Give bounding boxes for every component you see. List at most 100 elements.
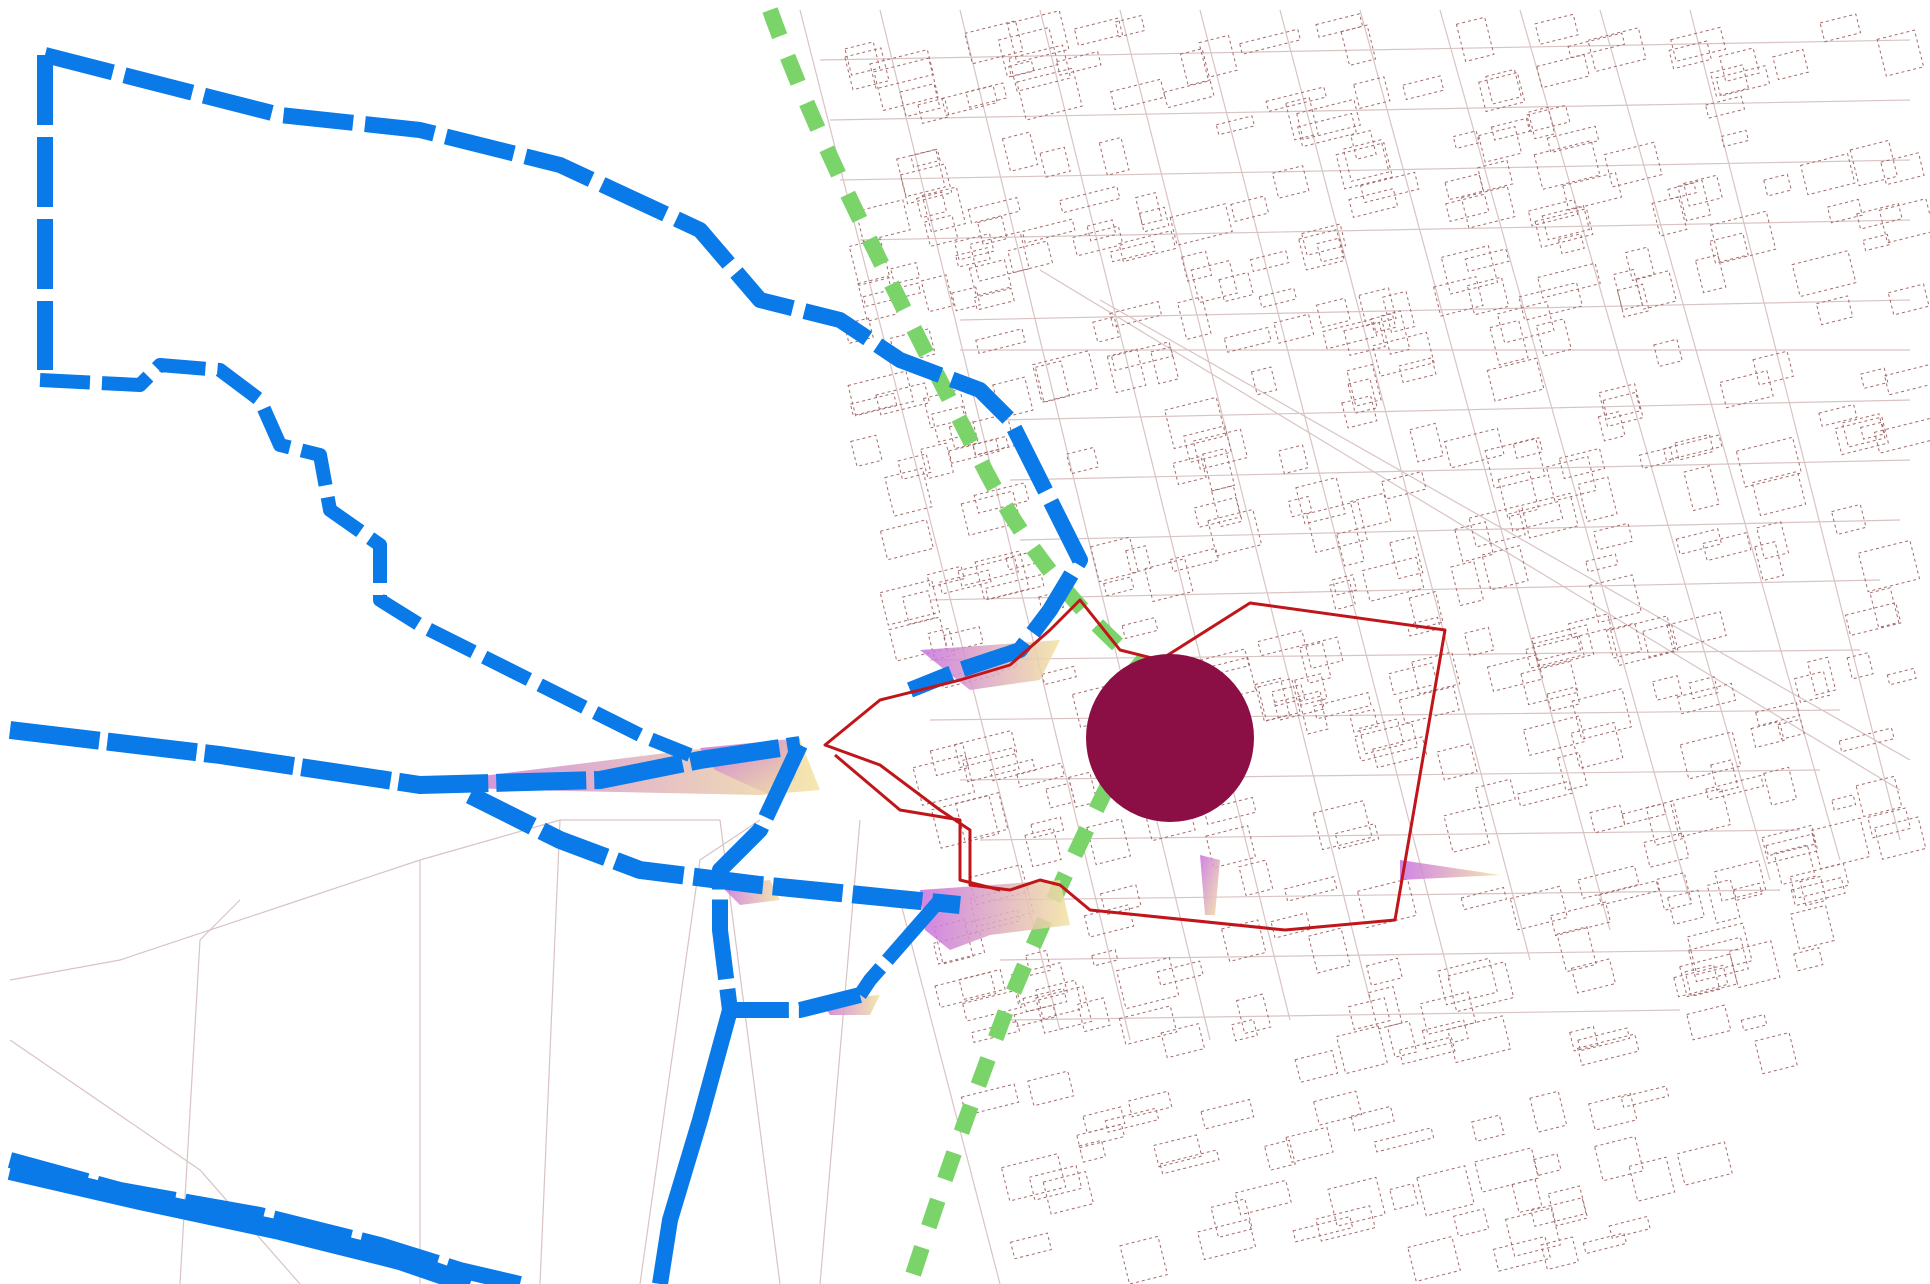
building-footprint: [1558, 447, 1606, 480]
building-footprint: [1118, 1005, 1178, 1046]
building-footprint: [1092, 316, 1120, 343]
center-marker[interactable]: [1086, 654, 1254, 822]
building-footprint: [1436, 743, 1478, 781]
building-footprint: [1772, 48, 1810, 81]
building-footprint: [1443, 806, 1490, 853]
building-footprint: [974, 550, 1030, 601]
building-footprint: [1468, 505, 1526, 548]
building-footprint: [1342, 139, 1390, 182]
building-footprint: [1452, 1208, 1490, 1237]
building-footprint: [1086, 219, 1117, 242]
building-footprint: [1447, 1015, 1512, 1064]
building-footprint: [1702, 532, 1752, 562]
building-footprint: [1676, 682, 1737, 715]
building-footprint: [938, 569, 992, 595]
building-footprint: [1372, 736, 1428, 769]
building-footprint: [1675, 528, 1723, 555]
building-footprint: [1777, 718, 1805, 740]
building-footprint: [1460, 886, 1508, 911]
building-footprint: [1750, 720, 1785, 749]
building-footprint: [1549, 901, 1612, 937]
building-footprint: [1380, 310, 1411, 355]
building-footprint: [1294, 1049, 1339, 1083]
building-footprint: [955, 247, 991, 268]
building-footprint: [1509, 885, 1569, 931]
building-footprint: [1873, 417, 1930, 454]
building-footprint: [1546, 686, 1581, 712]
building-footprint: [1540, 1236, 1580, 1271]
building-footprint: [1346, 363, 1382, 407]
building-footprint: [1682, 174, 1723, 207]
building-footprint: [1016, 762, 1065, 788]
building-footprint: [1577, 1033, 1640, 1066]
building-footprint: [1537, 262, 1601, 299]
building-footprint: [1471, 1114, 1505, 1142]
building-footprint: [1511, 1178, 1543, 1214]
building-footprint: [1616, 283, 1650, 318]
building-footprint: [1662, 434, 1723, 461]
building-footprint: [1249, 250, 1290, 273]
building-footprint: [957, 556, 1019, 587]
building-footprint: [1773, 844, 1816, 886]
building-footprint: [888, 616, 948, 662]
building-footprint: [1119, 1235, 1169, 1284]
building-footprint: [1869, 587, 1900, 629]
building-footprint: [1533, 1153, 1562, 1177]
building-footprint: [1409, 422, 1444, 463]
building-footprint: [1215, 115, 1256, 136]
building-footprint: [1841, 413, 1886, 448]
building-footprint: [1073, 17, 1124, 47]
building-footprint: [1834, 416, 1889, 456]
building-footprint: [1602, 391, 1641, 420]
building-footprint: [1856, 202, 1903, 230]
building-footprint: [1466, 276, 1510, 316]
building-footprint: [862, 282, 922, 308]
building-footprint: [1454, 521, 1494, 563]
building-footprint: [1849, 139, 1898, 187]
building-footprint: [1477, 159, 1514, 192]
building-footprint: [1361, 556, 1425, 602]
building-footprint: [934, 971, 997, 1009]
building-footprint: [1172, 455, 1207, 486]
building-footprint: [1705, 774, 1765, 801]
building-footprint: [1628, 1156, 1676, 1202]
building-footprint: [1546, 125, 1600, 154]
building-footprint: [912, 754, 976, 806]
building-footprint: [1683, 465, 1720, 512]
building-footprint: [1529, 1090, 1568, 1133]
building-footprint: [1127, 1090, 1173, 1118]
building-footprint: [1609, 615, 1677, 666]
building-footprint: [1507, 500, 1564, 532]
building-footprint: [1605, 622, 1643, 659]
building-footprint: [1535, 318, 1572, 357]
building-footprint: [1353, 76, 1391, 109]
building-footprint: [855, 199, 911, 243]
building-footprint: [1651, 675, 1683, 701]
building-footprint: [1118, 230, 1177, 263]
building-footprint: [899, 163, 953, 205]
building-footprint: [1570, 721, 1624, 769]
building-footprint: [910, 148, 941, 168]
building-footprint: [1230, 1018, 1258, 1042]
building-footprint: [1285, 1126, 1334, 1163]
building-footprint: [973, 482, 1030, 514]
building-footprint: [1588, 574, 1642, 624]
building-footprint: [1169, 203, 1233, 246]
building-footprint: [1667, 182, 1697, 200]
building-footprint: [1009, 1232, 1052, 1260]
building-footprint: [1598, 880, 1660, 906]
building-footprint: [1520, 492, 1579, 539]
building-footprint: [1000, 1153, 1067, 1202]
building-footprint: [1831, 794, 1857, 811]
building-footprint: [1416, 1165, 1475, 1217]
building-footprint: [1179, 48, 1211, 86]
building-footprint: [1207, 508, 1263, 557]
building-footprint: [1603, 141, 1663, 188]
building-footprint: [941, 85, 998, 116]
building-footprint: [1789, 862, 1850, 900]
building-footprint: [1867, 807, 1912, 839]
building-footprint: [1612, 268, 1643, 311]
building-footprint: [1115, 956, 1180, 1010]
building-footprint: [1790, 904, 1835, 950]
